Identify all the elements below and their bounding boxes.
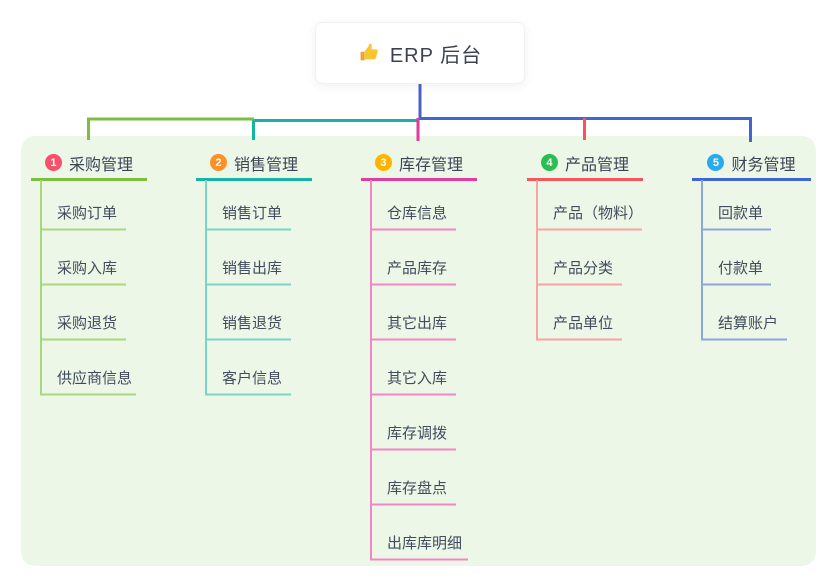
root-title: ERP 后台 <box>389 44 483 67</box>
child-item-product-material[interactable]: 产品（物料） <box>553 205 644 222</box>
branch-label: 财务管理 <box>731 156 796 174</box>
branch-badge: 2 <box>209 154 227 171</box>
branches-panel <box>21 136 816 566</box>
branch-label: 产品管理 <box>564 156 629 174</box>
child-item-product-unit[interactable]: 产品单位 <box>553 315 614 332</box>
branch-head-sales[interactable]: 2 销售管理 <box>196 146 312 179</box>
child-item-stock-transfer[interactable]: 库存调拨 <box>387 425 448 442</box>
branch-badge: 5 <box>707 154 725 171</box>
branch-label: 库存管理 <box>398 156 463 174</box>
branch-head-inventory[interactable]: 3 库存管理 <box>361 146 477 179</box>
root-node[interactable]: ERP 后台 <box>315 22 525 84</box>
branch-head-finance[interactable]: 5 财务管理 <box>692 146 811 179</box>
branch-head-purchase[interactable]: 1 采购管理 <box>31 146 147 179</box>
branch-label: 采购管理 <box>68 156 133 174</box>
child-item-supplier-info[interactable]: 供应商信息 <box>57 370 133 387</box>
child-item-warehouse-info[interactable]: 仓库信息 <box>387 205 448 222</box>
child-item-purchase-inbound[interactable]: 采购入库 <box>57 260 118 277</box>
child-item-receipt-bill[interactable]: 回款单 <box>718 205 764 222</box>
child-item-outbound-detail[interactable]: 出库库明细 <box>387 535 463 552</box>
branch-head-product[interactable]: 4 产品管理 <box>527 146 643 179</box>
child-item-sales-outbound[interactable]: 销售出库 <box>222 260 283 277</box>
thumbs-up-icon <box>358 42 380 64</box>
child-item-other-outbound[interactable]: 其它出库 <box>387 315 448 332</box>
branch-badge: 3 <box>374 154 392 171</box>
child-item-sales-return[interactable]: 销售退货 <box>222 315 283 332</box>
branch-badge: 1 <box>44 154 62 171</box>
child-item-payment-bill[interactable]: 付款单 <box>718 260 764 277</box>
child-item-settlement-account[interactable]: 结算账户 <box>718 315 779 332</box>
child-item-stock-check[interactable]: 库存盘点 <box>387 480 448 497</box>
child-item-sales-order[interactable]: 销售订单 <box>222 205 283 222</box>
branch-label: 销售管理 <box>233 156 298 174</box>
branch-badge: 4 <box>540 154 558 171</box>
child-item-purchase-return[interactable]: 采购退货 <box>57 315 118 332</box>
child-item-product-stock[interactable]: 产品库存 <box>387 260 448 277</box>
child-item-other-inbound[interactable]: 其它入库 <box>387 370 448 387</box>
child-item-purchase-order[interactable]: 采购订单 <box>57 205 118 222</box>
child-item-product-category[interactable]: 产品分类 <box>553 260 614 277</box>
child-item-customer-info[interactable]: 客户信息 <box>222 370 283 387</box>
